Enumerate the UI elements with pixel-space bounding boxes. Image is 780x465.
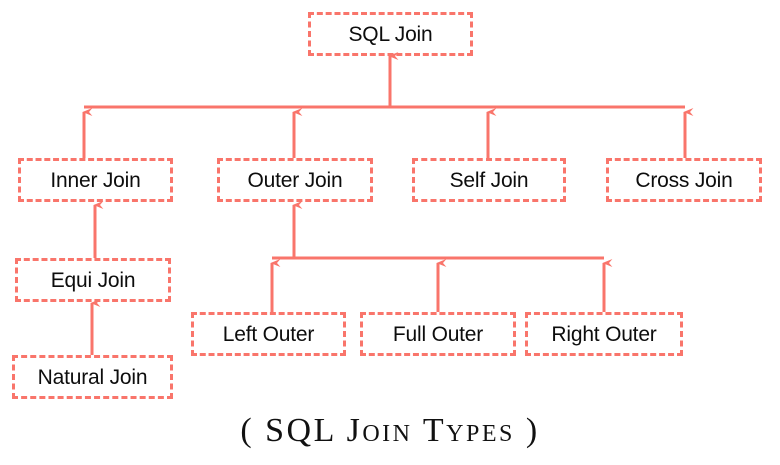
node-equi-join[interactable]: Equi Join (15, 258, 171, 302)
node-outer-join[interactable]: Outer Join (217, 158, 373, 202)
node-right-outer[interactable]: Right Outer (525, 312, 683, 356)
node-cross-join[interactable]: Cross Join (606, 158, 762, 202)
node-natural-join[interactable]: Natural Join (12, 355, 173, 399)
diagram-caption: ( SQL Join Types ) (240, 412, 540, 449)
node-self-join[interactable]: Self Join (412, 158, 566, 202)
node-sql-join[interactable]: SQL Join (308, 12, 473, 56)
node-inner-join[interactable]: Inner Join (18, 158, 173, 202)
node-left-outer[interactable]: Left Outer (191, 312, 346, 356)
node-full-outer[interactable]: Full Outer (360, 312, 516, 356)
